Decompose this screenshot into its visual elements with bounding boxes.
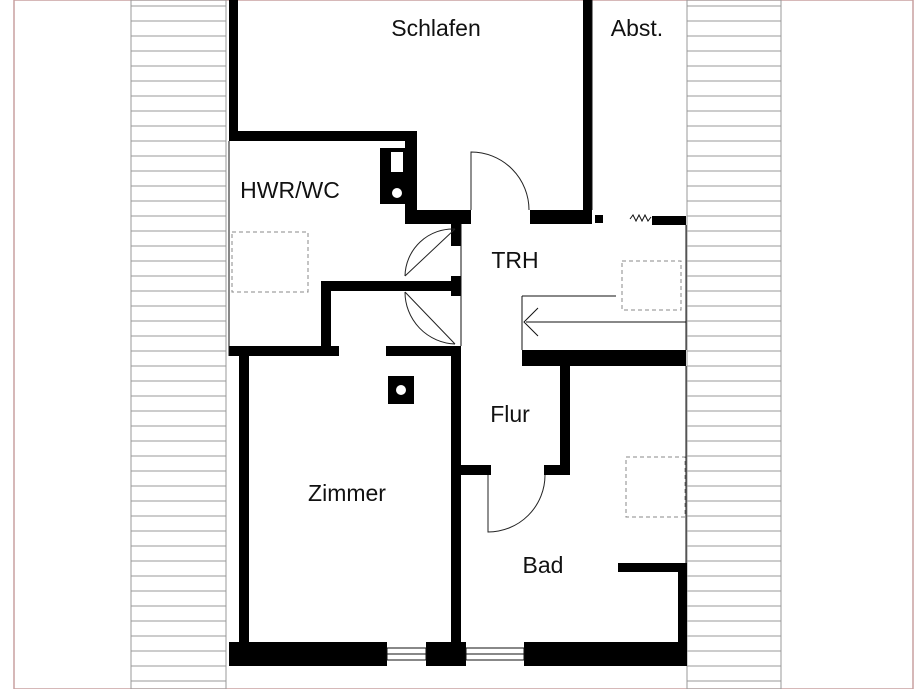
- roof-slope-right: [686, 0, 782, 689]
- outline-lines: [228, 0, 687, 563]
- room-labels: Schlafen Abst. HWR/WC TRH Flur Zimmer Ba…: [240, 15, 663, 578]
- walls: [229, 0, 687, 666]
- room-label-flur: Flur: [490, 401, 530, 427]
- room-label-bad: Bad: [523, 552, 564, 578]
- room-label-zimmer: Zimmer: [308, 480, 386, 506]
- skylights: [231, 231, 686, 518]
- door-swings: [404, 151, 546, 533]
- room-label-abst: Abst.: [611, 15, 663, 41]
- room-label-trh: TRH: [491, 247, 538, 273]
- page-border: [13, 0, 914, 689]
- roof-slope-left: [130, 0, 227, 689]
- stair-arrow: [523, 307, 686, 337]
- windows: [386, 647, 525, 661]
- room-label-schlafen: Schlafen: [391, 15, 481, 41]
- room-label-hwr-wc: HWR/WC: [240, 177, 340, 203]
- radiator-symbol: [629, 213, 652, 223]
